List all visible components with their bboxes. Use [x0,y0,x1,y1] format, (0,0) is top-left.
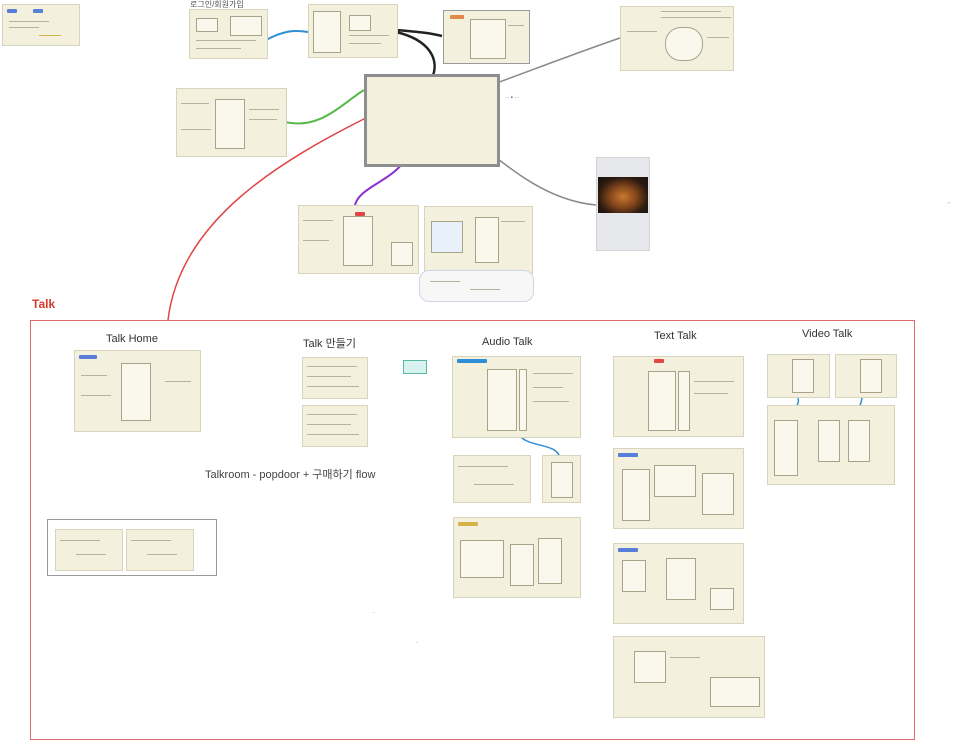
video-talk-card-2[interactable] [835,354,897,398]
board-card-signup[interactable] [308,4,398,58]
popdoor-card-1[interactable] [55,529,123,571]
board-card-photo-screen[interactable] [596,157,650,251]
video-talk-card-1[interactable] [767,354,830,398]
connector-black-1 [395,28,443,38]
audio-talk-main-card[interactable] [452,356,581,438]
text-talk-title: Text Talk [654,330,697,342]
text-talk-card-2[interactable] [613,448,744,529]
audio-talk-card-4[interactable] [453,517,581,598]
connector-green [284,89,365,125]
talk-create-card-1[interactable] [302,357,368,399]
main-screen-note: ·· ▪ ·· [505,95,519,101]
talkroom-flow-note: Talkroom - popdoor + 구매하기 flow [205,469,376,481]
talk-popdoor-group[interactable] [47,519,217,576]
audio-talk-note-card[interactable] [403,360,427,374]
talk-home-card[interactable] [74,350,201,432]
board-card-search-detail[interactable] [419,270,534,302]
talk-create-card-2[interactable] [302,405,368,447]
text-talk-card-4[interactable] [613,636,765,718]
board-card-home-flow[interactable] [176,88,287,157]
board-card-top-left[interactable] [2,4,80,46]
talk-home-title: Talk Home [106,333,158,345]
video-talk-card-3[interactable] [767,405,895,485]
board-card-main-screen[interactable] [364,74,500,167]
talk-section-label: Talk [32,297,56,311]
audio-talk-title: Audio Talk [482,336,533,348]
text-talk-card-3[interactable] [613,543,744,624]
video-talk-title: Video Talk [802,328,853,340]
board-card-profile-flow[interactable] [298,205,419,274]
login-caption: 로그인/회원가입 [190,0,244,9]
board-card-top-right[interactable] [620,6,734,71]
edge-mark: ·- [946,200,951,207]
talk-create-title: Talk 만들기 [303,338,356,350]
text-talk-main-card[interactable] [613,356,744,437]
audio-talk-card-2[interactable] [453,455,531,503]
connector-blue [265,30,309,41]
board-card-onboarding[interactable] [443,10,530,64]
popdoor-card-2[interactable] [126,529,194,571]
board-card-login[interactable] [189,9,268,59]
photo-thumbnail [598,177,648,213]
stray-dot-1: · [373,610,375,616]
board-card-search-flow[interactable] [424,206,533,274]
connector-black-2 [395,30,436,79]
stray-dot-2: · [416,640,418,646]
audio-talk-card-3[interactable] [542,455,581,503]
